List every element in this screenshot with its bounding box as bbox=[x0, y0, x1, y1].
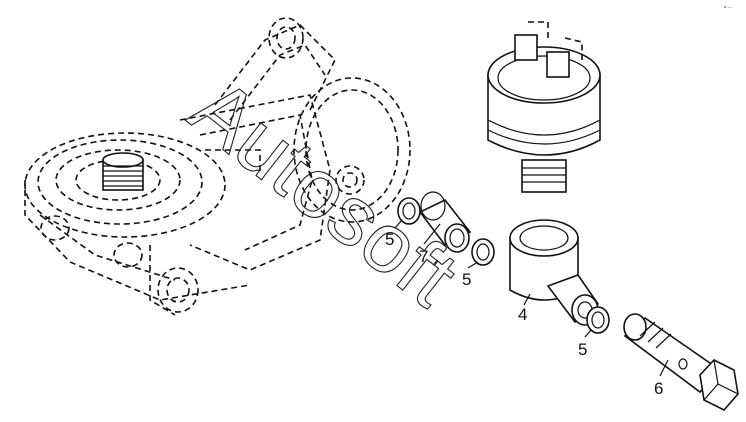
banjo-bolt-6 bbox=[623, 313, 739, 411]
threaded-nipple bbox=[102, 152, 144, 191]
pressure-sender-switch bbox=[487, 21, 601, 193]
label-seal-ring-5a: 5 bbox=[385, 230, 394, 249]
seal-ring-5c bbox=[586, 306, 610, 334]
leader-lines bbox=[394, 219, 669, 377]
label-banjo-union-4: 4 bbox=[518, 305, 527, 324]
filter-housing-bracket bbox=[24, 17, 411, 316]
label-sleeve-7: 7 bbox=[419, 247, 428, 266]
label-seal-ring-5b: 5 bbox=[462, 270, 471, 289]
seal-ring-5b bbox=[471, 238, 495, 266]
seal-ring-5a bbox=[397, 197, 421, 225]
corner-mark: ⌀ — bbox=[724, 4, 732, 9]
label-seal-ring-5c: 5 bbox=[578, 340, 587, 359]
sleeve-7 bbox=[418, 191, 472, 253]
label-banjo-bolt-6: 6 bbox=[654, 379, 663, 398]
